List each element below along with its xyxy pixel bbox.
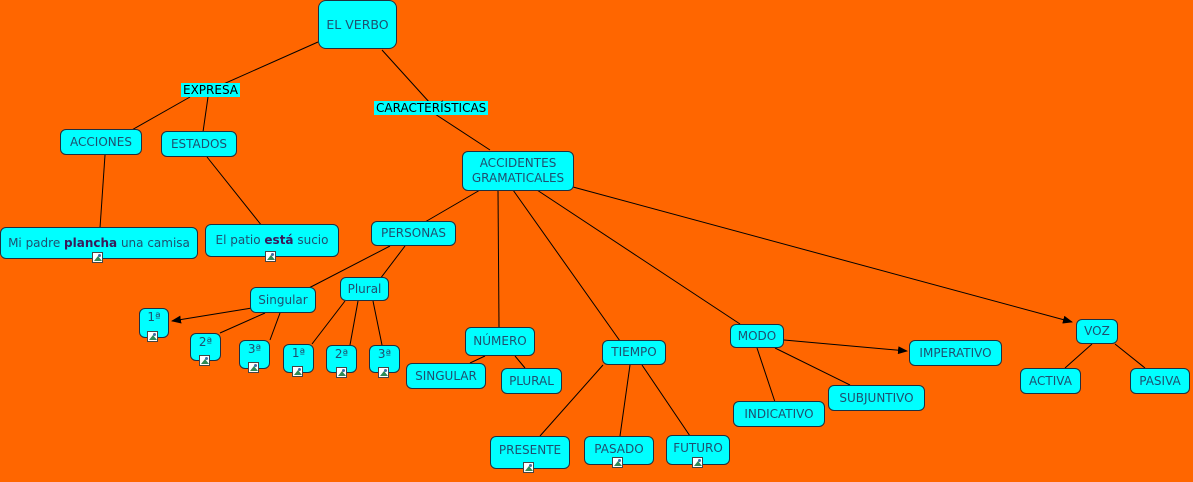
concept-voz[interactable]: VOZ — [1076, 319, 1118, 344]
link-caracteristicas-accidentes — [434, 113, 491, 151]
concept-personas[interactable]: PERSONAS — [371, 221, 456, 246]
link-singular-2 — [219, 312, 266, 334]
link-label-caracteristicas: CARACTERÍSTICAS — [374, 101, 489, 115]
ejemplo-accion-post: una camisa — [117, 235, 190, 250]
link-expresa-acciones — [129, 96, 191, 132]
link-verbo-expresa — [209, 41, 319, 91]
link-modo-subjuntivo — [774, 347, 851, 386]
link-numero-plural — [514, 355, 526, 369]
concept-numero-singular[interactable]: SINGULAR — [406, 363, 486, 389]
concept-indicativo[interactable]: INDICATIVO — [733, 401, 825, 427]
image-resource-icon[interactable] — [612, 457, 623, 468]
link-verbo-caracteristicas — [381, 49, 431, 104]
concept-activa[interactable]: ACTIVA — [1020, 368, 1081, 394]
link-tiempo-pasado — [619, 364, 631, 437]
link-expresa-estados — [202, 96, 209, 133]
link-accidentes-numero — [497, 189, 500, 328]
concept-acciones[interactable]: ACCIONES — [60, 129, 142, 155]
link-label-expresa: EXPRESA — [181, 83, 241, 97]
ejemplo-estado-pre: El patio — [215, 233, 265, 247]
concept-pasiva[interactable]: PASIVA — [1130, 368, 1190, 394]
link-accidentes-tiempo — [512, 189, 621, 342]
concept-singular[interactable]: Singular — [250, 287, 316, 313]
concept-el-verbo[interactable]: EL VERBO — [318, 0, 397, 49]
link-personas-plural — [379, 245, 406, 280]
image-resource-icon[interactable] — [199, 355, 210, 366]
link-acciones-ejemplo — [99, 154, 106, 229]
concept-ejemplo-accion[interactable]: Mi padre plancha una camisa — [0, 227, 198, 259]
link-plural-3 — [372, 300, 383, 346]
link-voz-pasiva — [1114, 343, 1146, 369]
ejemplo-estado-verbo: está — [264, 233, 294, 247]
concept-tiempo[interactable]: TIEMPO — [602, 340, 666, 365]
link-singular-3 — [269, 312, 281, 341]
image-resource-icon[interactable] — [378, 367, 389, 378]
link-tiempo-presente — [539, 364, 604, 437]
image-resource-icon[interactable] — [292, 366, 303, 377]
link-accidentes-voz — [572, 186, 1073, 324]
image-resource-icon[interactable] — [523, 462, 534, 473]
link-accidentes-personas — [424, 189, 481, 223]
concept-estados[interactable]: ESTADOS — [161, 131, 237, 157]
link-plural-2 — [349, 300, 359, 346]
link-accidentes-modo — [536, 189, 741, 325]
image-resource-icon[interactable] — [147, 331, 158, 342]
concept-plural[interactable]: Plural — [340, 277, 389, 301]
link-singular-1 — [171, 307, 253, 324]
image-resource-icon[interactable] — [336, 367, 347, 378]
link-numero-singular — [469, 355, 486, 364]
image-resource-icon[interactable] — [248, 362, 259, 373]
concept-numero[interactable]: NÚMERO — [465, 327, 535, 356]
concept-subjuntivo[interactable]: SUBJUNTIVO — [828, 385, 925, 411]
link-plural-1 — [311, 300, 346, 345]
ejemplo-estado-post: sucio — [293, 233, 329, 247]
concept-accidentes-gramaticales[interactable]: ACCIDENTES GRAMATICALES — [462, 151, 574, 191]
ejemplo-accion-pre: Mi padre — [8, 235, 65, 250]
concept-imperativo[interactable]: IMPERATIVO — [909, 340, 1002, 366]
link-tiempo-futuro — [641, 364, 691, 437]
link-personas-singular — [304, 245, 391, 291]
concept-modo[interactable]: MODO — [730, 324, 784, 348]
image-resource-icon[interactable] — [265, 251, 276, 262]
ejemplo-accion-verbo: plancha — [64, 235, 118, 250]
image-resource-icon[interactable] — [692, 457, 703, 468]
link-modo-imperativo — [783, 339, 908, 355]
link-modo-indicativo — [756, 347, 776, 403]
image-resource-icon[interactable] — [92, 252, 103, 263]
concept-numero-plural[interactable]: PLURAL — [501, 368, 562, 394]
link-voz-activa — [1064, 343, 1093, 369]
link-estados-ejemplo — [206, 156, 263, 227]
